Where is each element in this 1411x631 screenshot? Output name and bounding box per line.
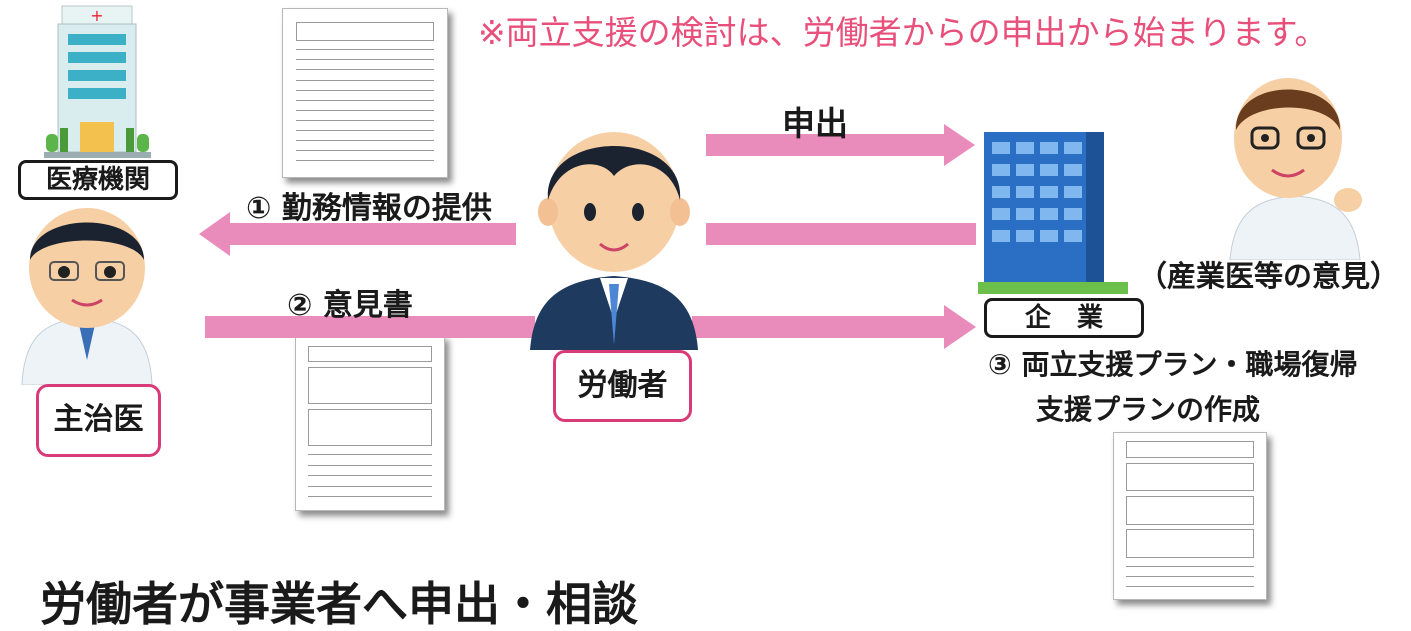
flow-arrows xyxy=(199,124,976,349)
request-arrow xyxy=(706,124,975,166)
work-info-arrow xyxy=(199,212,976,256)
step2-label: ② 意見書 xyxy=(287,288,413,323)
step1-label: ① 勤務情報の提供 xyxy=(246,191,492,226)
notice-text: ※両立支援の検討は、労働者からの申出から始まります。 xyxy=(478,13,1328,52)
worker-label: 労働者 xyxy=(553,350,692,422)
hospital-icon: + xyxy=(44,5,151,158)
step3-label-line1: ③ 両立支援プラン・職場復帰 xyxy=(988,348,1358,381)
company-label: 企 業 xyxy=(984,298,1144,338)
attending-doctor-label: 主治医 xyxy=(36,384,161,457)
support-plan-document-icon xyxy=(1113,432,1267,600)
worker-icon xyxy=(530,132,698,350)
step3-label-line2: 支援プランの作成 xyxy=(1036,393,1261,426)
medical-institution-label: 医療機関 xyxy=(18,160,178,200)
opinion-arrow xyxy=(205,305,976,349)
svg-text:+: + xyxy=(90,6,103,25)
request-label: 申出 xyxy=(782,104,848,143)
industrial-physician-label: （産業医等の意見） xyxy=(1138,259,1400,293)
bottom-heading: 労働者が事業者へ申出・相談 xyxy=(40,577,638,631)
doctor-icon xyxy=(21,208,153,385)
work-info-document-icon xyxy=(282,8,448,178)
opinion-document-icon xyxy=(295,335,445,511)
industrial-physician-icon xyxy=(1229,78,1362,260)
office-building-icon xyxy=(978,132,1128,294)
